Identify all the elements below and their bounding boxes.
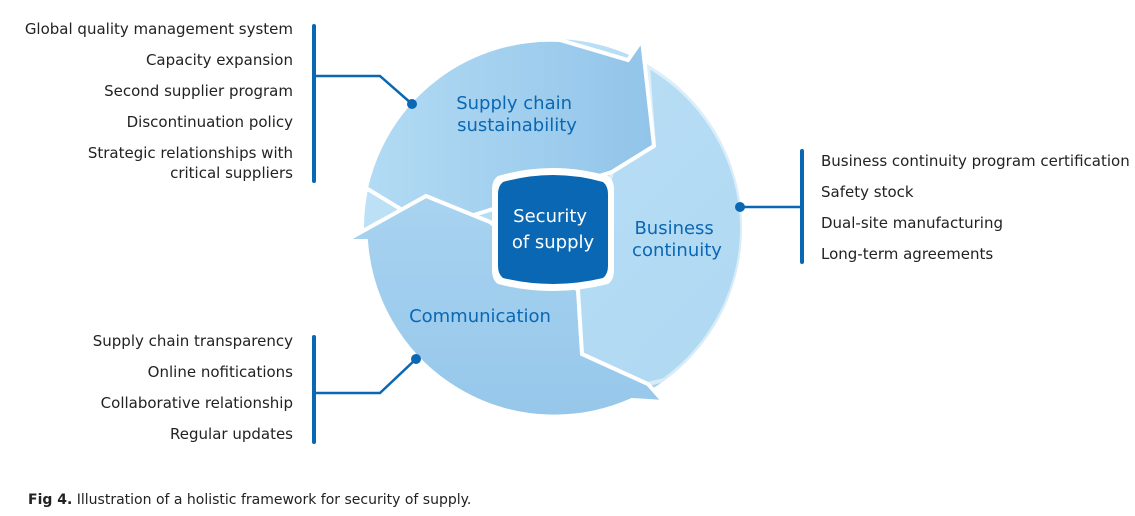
sustainability-connector (314, 74, 413, 105)
center-label: Security of supply (512, 206, 595, 253)
sustainability-list: Global quality management system Capacit… (0, 14, 293, 183)
caption-text: Illustration of a holistic framework for… (72, 492, 472, 508)
segment-label-line: Supply chain (456, 93, 572, 114)
list-item: Regular updates (170, 425, 293, 443)
caption-label: Fig 4. (28, 492, 73, 508)
segment-label-line: Business (634, 218, 713, 239)
center-label-line: of supply (512, 232, 595, 253)
list-item: Dual-site manufacturing (821, 214, 1003, 232)
figure-caption: Fig 4. Illustration of a holistic framew… (28, 492, 471, 508)
communication-connector (314, 358, 417, 395)
list-item: Collaborative relationship (100, 394, 293, 412)
segment-label-sustainability: Supply chain sustainability (456, 93, 578, 136)
segment-label-continuity: Business continuity (632, 218, 722, 261)
list-item: Safety stock (821, 183, 914, 201)
list-item: Strategic relationships with (87, 144, 293, 162)
continuity-region (575, 62, 745, 387)
segment-label-communication: Communication (409, 306, 551, 327)
center-label-line: Security (513, 206, 587, 227)
list-item: Global quality management system (24, 20, 293, 38)
list-item: Capacity expansion (145, 51, 293, 69)
list-item: Supply chain transparency (92, 332, 293, 350)
communication-list: Supply chain transparency Online nofitic… (0, 326, 293, 450)
list-item: Online nofitications (147, 363, 293, 381)
segment-label-line: continuity (632, 240, 722, 261)
list-item: Long-term agreements (821, 245, 994, 263)
communication-arrow-shape (337, 193, 669, 419)
center-block (498, 175, 608, 284)
continuity-list: Business continuity program certificatio… (821, 146, 1130, 270)
continuity-dot (735, 202, 745, 212)
segment-label-line: sustainability (457, 115, 577, 136)
list-item-continued: critical suppliers (170, 164, 293, 182)
segment-label-line: Communication (409, 306, 551, 327)
communication-dot (411, 354, 421, 364)
sustainability-dot (407, 99, 417, 109)
list-item: Second supplier program (104, 82, 293, 100)
list-item: Business continuity program certificatio… (821, 152, 1130, 170)
list-item: Discontinuation policy (126, 113, 293, 131)
